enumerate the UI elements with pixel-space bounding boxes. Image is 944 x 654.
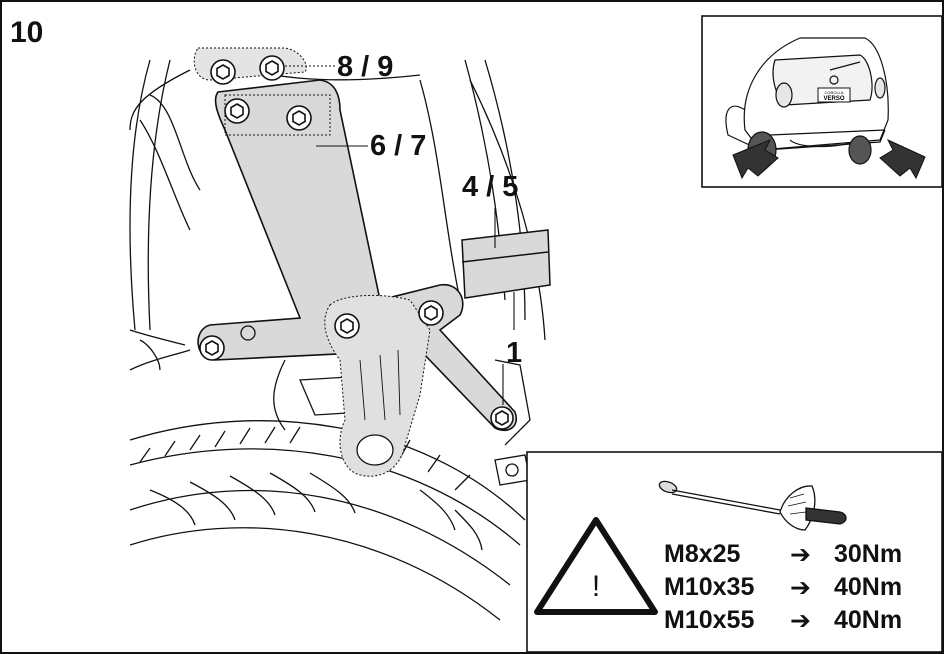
bolt — [286, 105, 312, 131]
bolt — [224, 98, 250, 124]
car-badge-small: COROLLA — [824, 90, 843, 95]
callout-leaders — [285, 65, 515, 405]
car-rear-view — [725, 37, 889, 169]
coupling-bracket — [324, 294, 431, 477]
arrow-icon: ➔ — [790, 540, 811, 569]
warning-triangle-icon — [534, 517, 658, 615]
car-inset: COROLLA VERSO — [701, 15, 943, 188]
plate-hole — [240, 325, 256, 341]
torque-row: M8x25 ➔ 30Nm — [664, 538, 938, 571]
bolt — [210, 59, 236, 85]
arrow-icon: ➔ — [790, 606, 811, 635]
bolt-size: M10x35 — [664, 573, 755, 601]
callout-crossbar: 4 / 5 — [462, 171, 518, 203]
torque-value: 40Nm — [834, 606, 903, 634]
torque-row: M10x35 ➔ 40Nm — [664, 571, 938, 604]
torque-row: M10x55 ➔ 40Nm — [664, 604, 938, 637]
torque-panel: ! — [526, 451, 943, 653]
car-badge-model: VERSO — [823, 96, 844, 102]
bolt — [490, 406, 514, 430]
crossbar — [461, 229, 551, 299]
step-number: 10 — [10, 16, 43, 49]
arrow-icon: ➔ — [790, 573, 811, 602]
warning-exclamation: ! — [592, 570, 600, 603]
coupling-ball-hole — [356, 434, 394, 466]
mounting-point-arrow-right — [879, 138, 926, 180]
torque-table: M8x25 ➔ 30Nm M10x35 ➔ 40Nm M10x55 ➔ 40Nm — [664, 538, 938, 637]
bolts — [199, 55, 514, 430]
torque-value: 40Nm — [834, 573, 903, 601]
mounting-plate — [197, 79, 517, 432]
bracket-ribs — [359, 349, 401, 421]
bolt-size: M10x55 — [664, 606, 755, 634]
callout-plate: 6 / 7 — [370, 130, 426, 162]
bolt — [334, 313, 360, 339]
bolt — [259, 55, 285, 81]
bolt — [199, 335, 225, 361]
torque-wrench-icon — [658, 480, 847, 531]
bolt-size: M8x25 — [664, 540, 741, 568]
callout-bolts-top: 8 / 9 — [337, 51, 393, 83]
tire — [129, 420, 526, 621]
callout-bracket: 1 — [506, 337, 522, 369]
mounting-point-arrow-left — [732, 139, 779, 180]
torque-value: 30Nm — [834, 540, 903, 568]
bolt — [418, 300, 444, 326]
